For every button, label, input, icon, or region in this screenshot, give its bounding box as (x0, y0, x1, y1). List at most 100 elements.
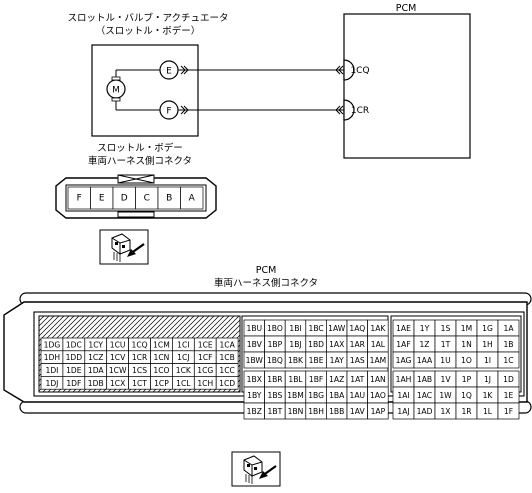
connector-pin: 1O (455, 351, 478, 369)
pin-label: 1AP (371, 407, 386, 416)
pin-label: 1O (461, 356, 472, 365)
pin-label: C (144, 194, 150, 204)
pin-label: 1AA (417, 356, 433, 365)
connector-pin: 1CJ (172, 350, 195, 364)
pin-label: 1AD (417, 407, 433, 416)
pin-label: 1CQ (131, 340, 147, 349)
pin-label: 1Y (420, 324, 430, 333)
connector-pin: 1DE (62, 363, 86, 377)
pin-label: 1AU (350, 391, 366, 400)
pin-label: 1AR (350, 340, 366, 349)
connector-pin: 1CA (215, 337, 239, 352)
wire-e-1cq (178, 65, 344, 75)
pin-label: 1CH (197, 379, 213, 388)
connector-pin: 1AT (346, 370, 368, 388)
connector-pin: 1CW (106, 363, 129, 377)
connector-pin: 1DF (62, 376, 86, 390)
pin-label: 1CM (153, 340, 170, 349)
pin-label: 1BI (289, 324, 301, 333)
pin-label: 1F (504, 407, 513, 416)
throttle-connector-title-line2: 車両ハーネス側コネクタ (88, 155, 192, 167)
pin-label: 1AM (370, 356, 387, 365)
connector-pin: 1AN (367, 370, 389, 388)
connector-pin: 1CR (128, 350, 151, 364)
pin-label: 1DI (45, 366, 58, 375)
connector-pin: D (112, 186, 136, 210)
connector-pin: 1AC (413, 386, 436, 404)
connector-pin: 1AX (326, 335, 348, 353)
connector-pin: 1H (476, 335, 499, 353)
connector-pin: 1DJ (40, 376, 64, 390)
pin-label: 1AQ (349, 324, 365, 333)
connector-pin: 1U (434, 351, 457, 369)
connector-pin: 1DD (62, 350, 86, 364)
connector-pin: 1CE (193, 337, 217, 352)
connector-pin: 1CX (106, 376, 129, 390)
pin-label: 1AH (396, 375, 412, 384)
connector-pin: 1BA (326, 386, 348, 404)
pin-label: 1B (503, 340, 513, 349)
pin-label: 1CJ (177, 353, 189, 362)
pin-label: 1P (462, 375, 472, 384)
pin-label: 1BL (288, 375, 303, 384)
connector-pin: 1BJ (284, 335, 307, 353)
pin-label: 1CP (154, 379, 169, 388)
pin-label: 1CL (176, 379, 191, 388)
pin-label: 1AW (328, 324, 346, 333)
connector-pin: 1BR (264, 370, 286, 388)
connector-pin: 1W (434, 386, 457, 404)
connector-pin: 1J (476, 370, 499, 388)
connector-pin: 1AQ (346, 319, 368, 337)
connector-pin: 1BO (264, 319, 286, 337)
connector-pin: 1BX (243, 370, 265, 388)
pin-label: 1AY (330, 356, 344, 365)
connector-pin: 1DI (40, 363, 64, 377)
pin-label: A (189, 194, 196, 204)
pin-label: 1BS (268, 391, 283, 400)
pin-label: 1J (484, 375, 491, 384)
connector-pin: 1R (455, 402, 478, 420)
pin-label: 1AK (370, 324, 386, 333)
connector-pin: 1AA (413, 351, 436, 369)
pin-label: 1BU (246, 324, 262, 333)
connector-pin: 1E (497, 386, 520, 404)
pin-label: 1AJ (397, 407, 409, 416)
connector-pin: B (157, 186, 181, 210)
connector-pin: 1CF (193, 350, 217, 364)
pin-label: 1BZ (247, 407, 262, 416)
pin-label: 1BY (247, 391, 262, 400)
pin-label: 1X (440, 407, 450, 416)
connector-pin: 1CB (215, 350, 239, 364)
connector-pin: 1AD (413, 402, 436, 420)
pin-label: 1W (439, 391, 452, 400)
pin-label: 1V (440, 375, 451, 384)
pin-label: 1BC (308, 324, 323, 333)
connector-pin: 1DG (40, 337, 64, 352)
pin-label: 1BV (247, 340, 263, 349)
pin-label: 1I (484, 356, 491, 365)
connector-pin: 1Y (413, 319, 436, 337)
pin-label: 1BB (329, 407, 344, 416)
connector-pin: 1CN (150, 350, 173, 364)
motor-label: M (112, 86, 120, 96)
pin-label: 1AB (417, 375, 432, 384)
connector-pin: 1T (434, 335, 457, 353)
pin-label: F (77, 194, 82, 204)
terminal-e-label: E (166, 67, 172, 77)
pin-label: 1AZ (329, 375, 344, 384)
connector-pin: 1CQ (128, 337, 151, 352)
pin-label: 1S (441, 324, 451, 333)
plug-icon (99, 229, 149, 265)
pin-label: 1AN (370, 375, 386, 384)
connector-pin: 1M (455, 319, 478, 337)
pin-label: 1CF (198, 353, 213, 362)
connector-pin: 1L (476, 402, 499, 420)
pin-label: 1DG (44, 340, 61, 349)
pin-label: 1CX (110, 379, 125, 388)
pin-label: 1CB (219, 353, 234, 362)
pin-label: 1BO (267, 324, 283, 333)
pin-label: 1C (503, 356, 513, 365)
pin-label: 1H (482, 340, 493, 349)
connector-pin: 1D (497, 370, 520, 388)
